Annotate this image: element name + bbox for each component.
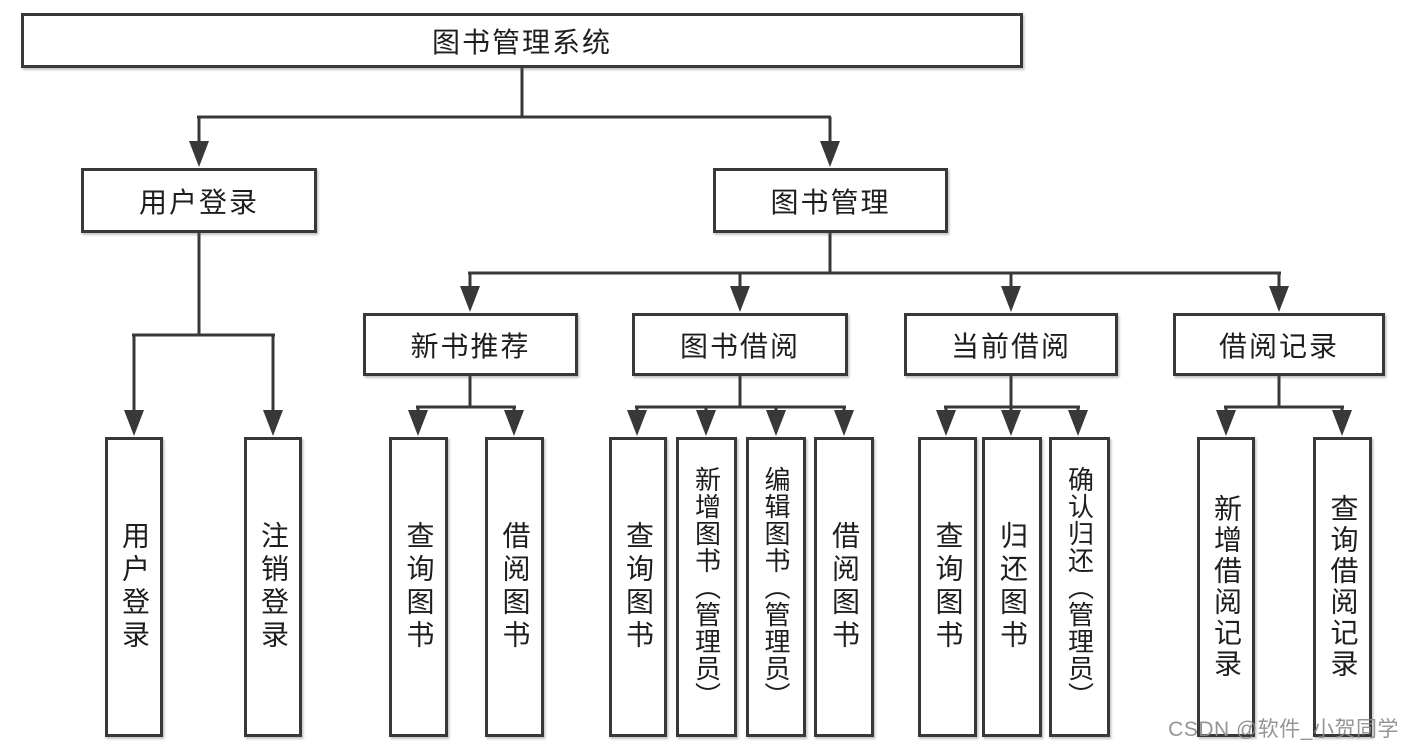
leaf-label: 借阅图书	[499, 521, 531, 653]
arrowhead-icon	[504, 410, 524, 436]
leaf-label: 编辑图书（管理员）	[761, 465, 791, 709]
node-label: 用户登录	[138, 186, 259, 218]
arrowhead-icon	[1269, 286, 1289, 312]
node-label: 图书管理系统	[431, 26, 612, 58]
leaf-label: 注销登录	[258, 521, 289, 653]
leaf-query-books-current: 查询图书	[918, 437, 977, 737]
leaf-label: 查询图书	[623, 521, 654, 653]
leaf-edit-books-admin: 编辑图书（管理员）	[746, 437, 806, 737]
leaf-add-borrow-record: 新增借阅记录	[1197, 437, 1255, 737]
leaf-return-books: 归还图书	[982, 437, 1042, 737]
node-borrowing-records: 借阅记录	[1173, 313, 1385, 376]
arrowhead-icon	[936, 410, 956, 436]
leaf-query-books-borrowing: 查询图书	[609, 437, 667, 737]
node-current-borrowing: 当前借阅	[904, 313, 1118, 376]
leaf-label: 新增图书（管理员）	[691, 465, 722, 709]
leaf-user-login: 用户登录	[105, 437, 163, 737]
arrowhead-icon	[820, 141, 840, 167]
node-new-book-recommendation: 新书推荐	[363, 313, 578, 376]
node-user-login: 用户登录	[81, 168, 317, 233]
node-label: 图书管理	[770, 186, 891, 218]
node-book-management: 图书管理	[713, 168, 948, 233]
leaf-label: 查询借阅记录	[1327, 494, 1359, 680]
leaf-label: 借阅图书	[829, 521, 860, 653]
node-label: 当前借阅	[950, 330, 1071, 362]
arrowhead-icon	[124, 410, 144, 436]
arrowhead-icon	[408, 410, 428, 436]
leaf-label: 归还图书	[997, 521, 1028, 653]
arrowhead-icon	[1332, 410, 1352, 436]
arrowhead-icon	[696, 410, 716, 436]
node-book-borrowing: 图书借阅	[632, 313, 848, 376]
leaf-label: 新增借阅记录	[1211, 494, 1242, 680]
arrowhead-icon	[627, 410, 647, 436]
arrowhead-icon	[1068, 410, 1088, 436]
leaf-label: 确认归还（管理员）	[1064, 465, 1095, 709]
node-label: 借阅记录	[1218, 330, 1339, 362]
arrowhead-icon	[189, 141, 209, 167]
arrowhead-icon	[834, 410, 854, 436]
leaf-borrow-books-borrowing: 借阅图书	[814, 437, 874, 737]
node-library-management-system: 图书管理系统	[21, 13, 1023, 68]
arrowhead-icon	[460, 286, 480, 312]
leaf-add-books-admin: 新增图书（管理员）	[676, 437, 737, 737]
arrowhead-icon	[1001, 410, 1021, 436]
leaf-borrow-books-recommend: 借阅图书	[485, 437, 544, 737]
arrowhead-icon	[766, 410, 786, 436]
leaf-label: 查询图书	[403, 521, 435, 653]
node-label: 新书推荐	[410, 330, 531, 362]
leaf-logout: 注销登录	[244, 437, 302, 737]
csdn-watermark: CSDN @软件_小贺同学	[1168, 718, 1399, 741]
arrowhead-icon	[1001, 286, 1021, 312]
leaf-label: 查询图书	[932, 521, 964, 653]
arrowhead-icon	[1216, 410, 1236, 436]
leaf-query-borrow-record: 查询借阅记录	[1313, 437, 1372, 737]
arrowhead-icon	[263, 410, 283, 436]
leaf-query-books-recommend: 查询图书	[389, 437, 448, 737]
leaf-confirm-return-admin: 确认归还（管理员）	[1049, 437, 1110, 737]
arrowhead-icon	[730, 286, 750, 312]
node-label: 图书借阅	[679, 330, 800, 362]
leaf-label: 用户登录	[119, 521, 150, 653]
